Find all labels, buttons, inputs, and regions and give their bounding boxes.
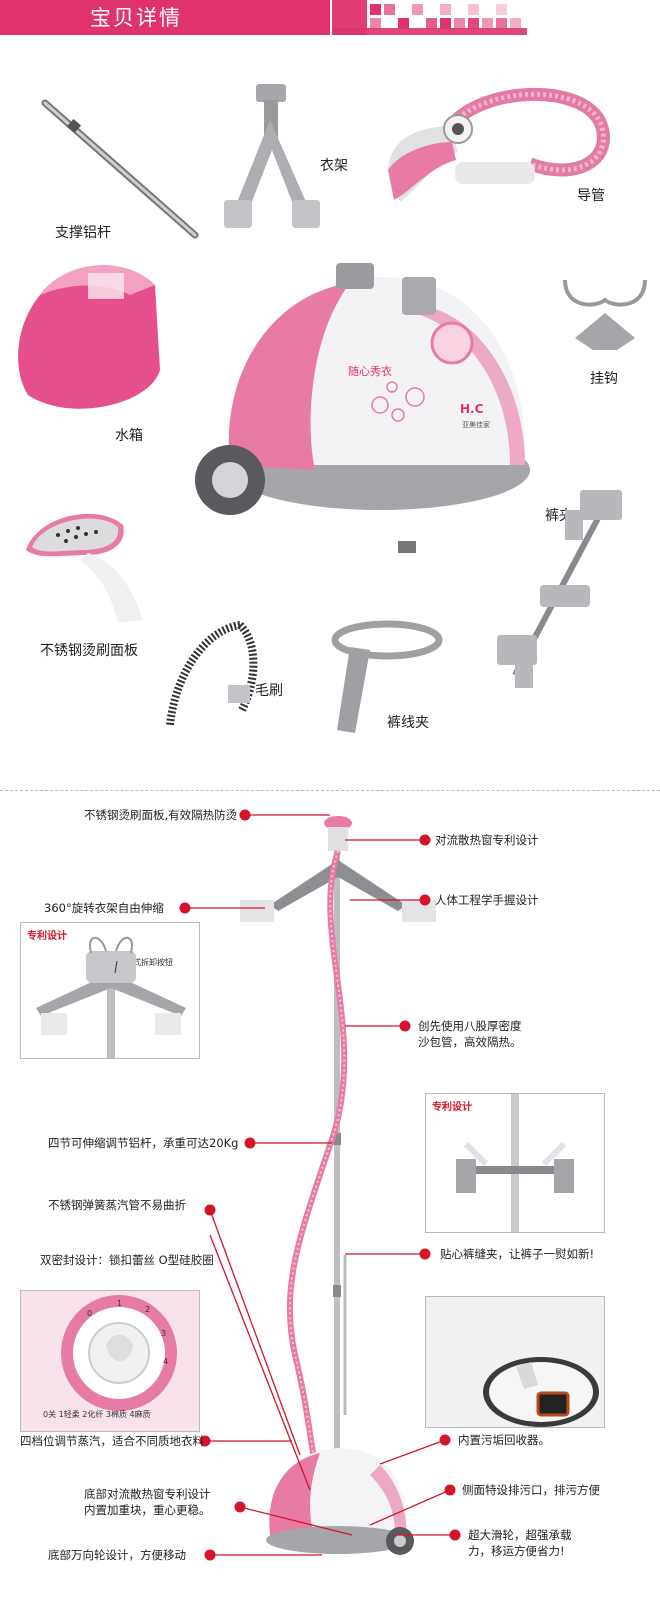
patent-tag: 专利设计	[27, 931, 67, 942]
steam-dial-drawing	[21, 1291, 199, 1431]
hook-label: 挂钩	[590, 371, 618, 387]
quick-release-label: 一键式拆卸按钮	[117, 958, 173, 967]
dial-number-4: 4	[163, 1357, 169, 1366]
annotation-universal-wheel: 底部万向轮设计，方便移动	[48, 1548, 186, 1562]
dial-number-3: 3	[161, 1329, 167, 1338]
annotation-double-seal: 双密封设计：锁扣蕾丝 O型硅胶圈	[40, 1253, 214, 1267]
brand-logo: H.C	[460, 402, 484, 416]
product-slogan: 随心秀衣	[348, 364, 392, 378]
crease-clip-label: 裤线夹	[387, 715, 429, 731]
pixel-mosaic-decoration	[332, 0, 527, 35]
support-rod-image	[41, 99, 199, 239]
detail-header: 宝贝详情	[0, 0, 660, 62]
annotation-big-wheel-line1: 超大滑轮，超强承载	[468, 1528, 572, 1542]
annotation-crease-clip: 贴心裤缝夹，让裤子一熨如新!	[440, 1247, 595, 1261]
hose-label: 导管	[577, 188, 605, 204]
patent-hanger-inset: 专利设计 一键式拆卸按钮	[20, 922, 200, 1059]
annotation-rotating-hanger: 360°旋转衣架自由伸缩	[44, 901, 164, 915]
dial-number-0: 0	[87, 1309, 93, 1318]
annotation-hose-line1: 创先使用八股厚密度	[418, 1019, 522, 1033]
patent-tag-2: 专利设计	[432, 1102, 472, 1113]
pants-clip-image	[497, 490, 622, 688]
water-tank-image	[18, 265, 160, 409]
patent-clip-drawing	[456, 1094, 574, 1232]
annotation-bottom-vent: 底部对流散热窗专利设计	[84, 1487, 211, 1501]
title-bar	[0, 0, 330, 35]
annotation-hose-line2: 沙包管，高效隔热。	[418, 1035, 522, 1049]
full-steamer-image	[240, 816, 436, 1555]
annotation-scale-collector: 内置污垢回收器。	[458, 1433, 550, 1447]
steam-dial-inset: 0关 1轻柔 2化纤 3棉质 4麻质 0 1 2 3 4	[20, 1290, 200, 1432]
annotation-steam-levels: 四档位调节蒸汽，适合不同质地衣料	[20, 1434, 204, 1448]
brush-image	[166, 621, 258, 726]
annotation-drain-port: 侧面特设排污口，排污方便	[462, 1483, 600, 1497]
patent-clip-inset: 专利设计	[425, 1093, 605, 1233]
page-title: 宝贝详情	[90, 6, 182, 30]
hose-image	[388, 88, 610, 202]
annotation-steel-panel: 不锈钢烫刷面板,有效隔热防烫	[84, 808, 238, 822]
crease-clip-image	[331, 620, 443, 733]
brush-label: 毛刷	[255, 683, 283, 699]
dial-number-2: 2	[145, 1305, 151, 1314]
annotation-big-wheel-line2: 力，移运方便省力!	[468, 1544, 565, 1558]
steel-panel-label: 不锈钢烫刷面板	[40, 643, 138, 659]
support-rod-label: 支撑铝杆	[55, 225, 111, 241]
hook-image	[563, 279, 647, 350]
section-divider	[0, 790, 660, 791]
hanger-label: 衣架	[320, 158, 348, 174]
annotation-telescopic-rod: 四节可伸缩调节铝杆，承重可达20Kg	[48, 1136, 239, 1150]
water-tank-label: 水箱	[115, 428, 143, 444]
steel-panel-image	[26, 513, 143, 623]
annotation-weight-block: 内置加重块，重心更稳。	[84, 1503, 211, 1517]
dial-mode-text: 0关 1轻柔 2化纤 3棉质 4麻质	[43, 1410, 151, 1419]
dial-number-1: 1	[117, 1299, 123, 1308]
annotation-convection-window: 对流散热窗专利设计	[435, 833, 539, 847]
patent-hanger-drawing	[36, 936, 186, 1058]
main-steamer-image: 随心秀衣 H.C 亚美佳家	[195, 263, 530, 553]
scale-collector-inset	[425, 1296, 605, 1428]
annotation-spring-hose: 不锈钢弹簧蒸汽管不易曲折	[48, 1198, 186, 1212]
annotation-leaders	[179, 809, 461, 1561]
hanger-image	[224, 84, 320, 228]
annotation-ergonomic-grip: 人体工程学手握设计	[435, 893, 539, 907]
scale-collector-drawing	[426, 1297, 604, 1427]
brand-subtitle: 亚美佳家	[462, 420, 490, 429]
